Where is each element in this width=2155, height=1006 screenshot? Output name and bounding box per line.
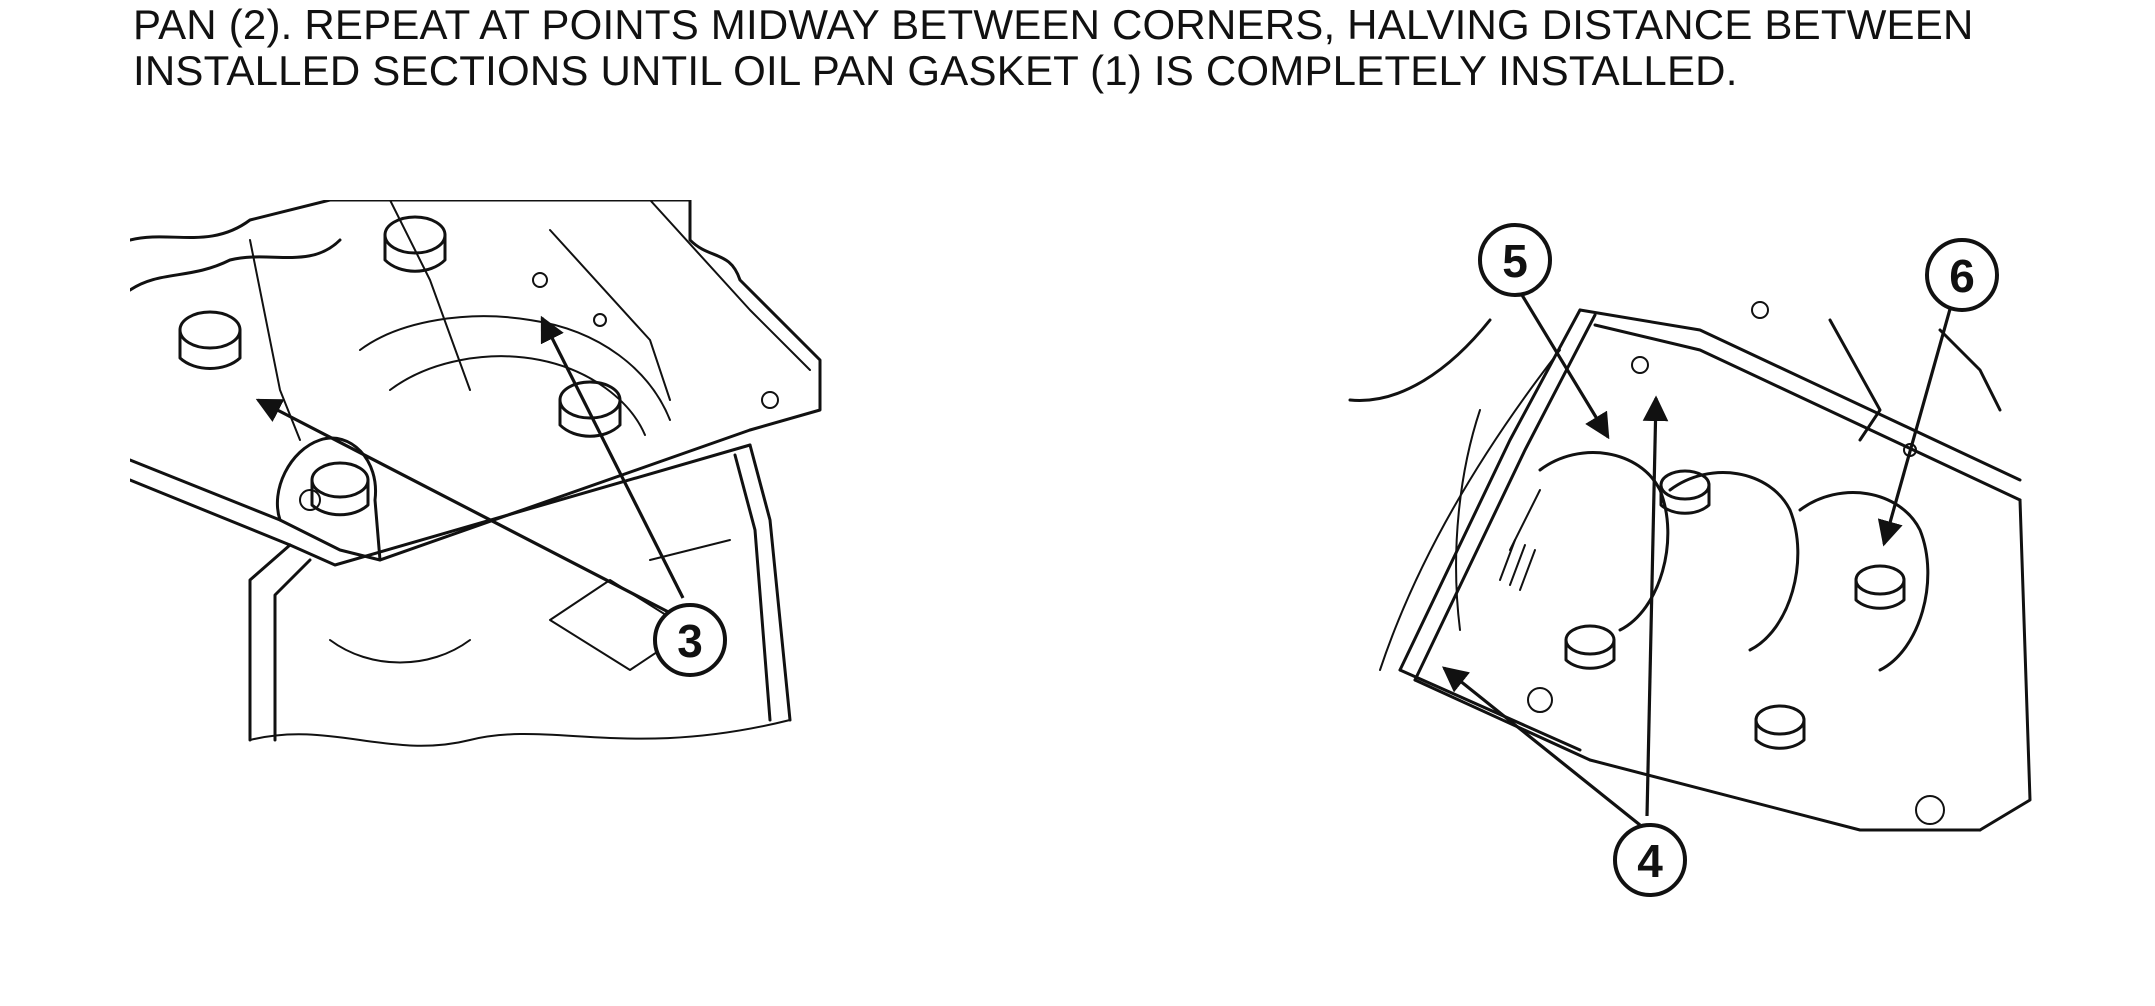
crankcase-outline — [1348, 308, 2032, 832]
crank-journals — [1499, 451, 1930, 672]
engine-block-outline — [130, 200, 822, 567]
callout-4-label: 4 — [1637, 835, 1663, 887]
callout-5: 5 — [1478, 223, 1552, 297]
callout-6: 6 — [1925, 238, 1999, 312]
callout-5-label: 5 — [1502, 235, 1528, 287]
oil-pan-body — [248, 443, 792, 747]
leader-line-6 — [1877, 301, 1954, 547]
crankcase-gasket-illustration: 4 5 6 — [1340, 110, 2040, 910]
callout-4: 4 — [1613, 823, 1687, 897]
instruction-line-1: PAN (2). REPEAT AT POINTS MIDWAY BETWEEN… — [133, 1, 1974, 48]
instruction-text: PAN (2). REPEAT AT POINTS MIDWAY BETWEEN… — [133, 2, 2143, 94]
crankcase-bolt-heads — [1527, 301, 1945, 825]
leader-lines-3 — [255, 315, 685, 620]
crankcase-gasket-drawing: 4 5 6 — [1348, 223, 2032, 897]
bolt-heads — [178, 215, 779, 517]
leader-line-5 — [1520, 294, 1610, 440]
oil-pan-corner-illustration: 3 — [130, 200, 1130, 900]
callout-3: 3 — [653, 603, 727, 677]
leader-lines-4 — [1442, 395, 1669, 827]
instruction-line-2: INSTALLED SECTIONS UNTIL OIL PAN GASKET … — [133, 47, 1738, 94]
oil-pan-corner-drawing: 3 — [130, 200, 822, 747]
callout-6-label: 6 — [1949, 250, 1975, 302]
callout-3-label: 3 — [677, 615, 703, 667]
